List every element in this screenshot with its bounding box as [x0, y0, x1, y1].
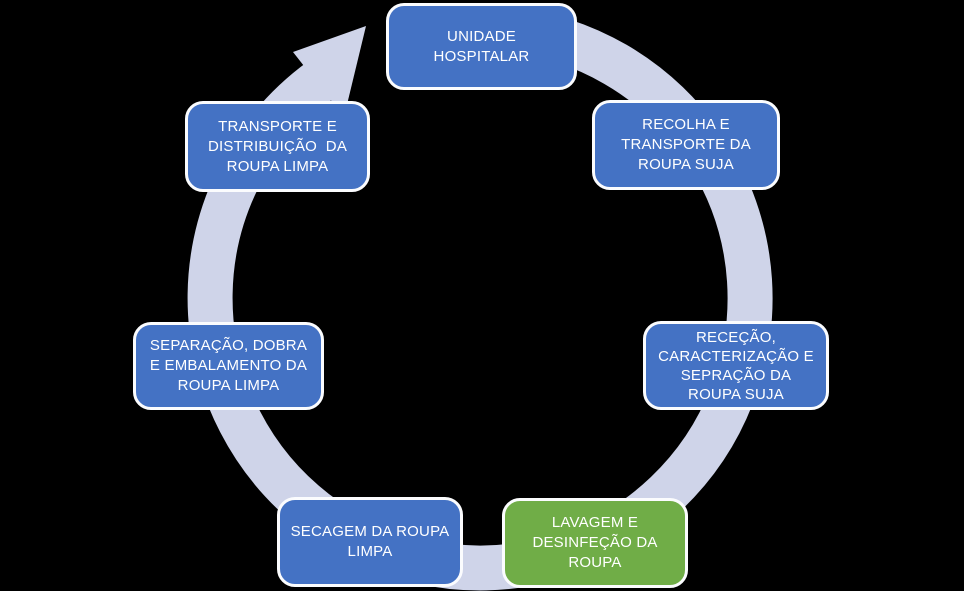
node-recolha-transporte-roupa-suja: RECOLHA E TRANSPORTE DA ROUPA SUJA	[592, 100, 780, 190]
node-rececao-caracterizacao-sepracao: RECEÇÃO, CARACTERIZAÇÃO E SEPRAÇÃO DA RO…	[643, 321, 829, 410]
node-unidade-hospitalar: UNIDADE HOSPITALAR	[386, 3, 577, 90]
node-separacao-dobra-embalamento: SEPARAÇÃO, DOBRA E EMBALAMENTO DA ROUPA …	[133, 322, 324, 410]
node-transporte-distribuicao-roupa-limpa: TRANSPORTE E DISTRIBUIÇÃO DA ROUPA LIMPA	[185, 101, 370, 192]
node-lavagem-desinfecao-roupa: LAVAGEM E DESINFEÇÃO DA ROUPA	[502, 498, 688, 588]
node-secagem-roupa-limpa: SECAGEM DA ROUPA LIMPA	[277, 497, 463, 587]
cycle-arrow-head-icon	[293, 26, 366, 117]
